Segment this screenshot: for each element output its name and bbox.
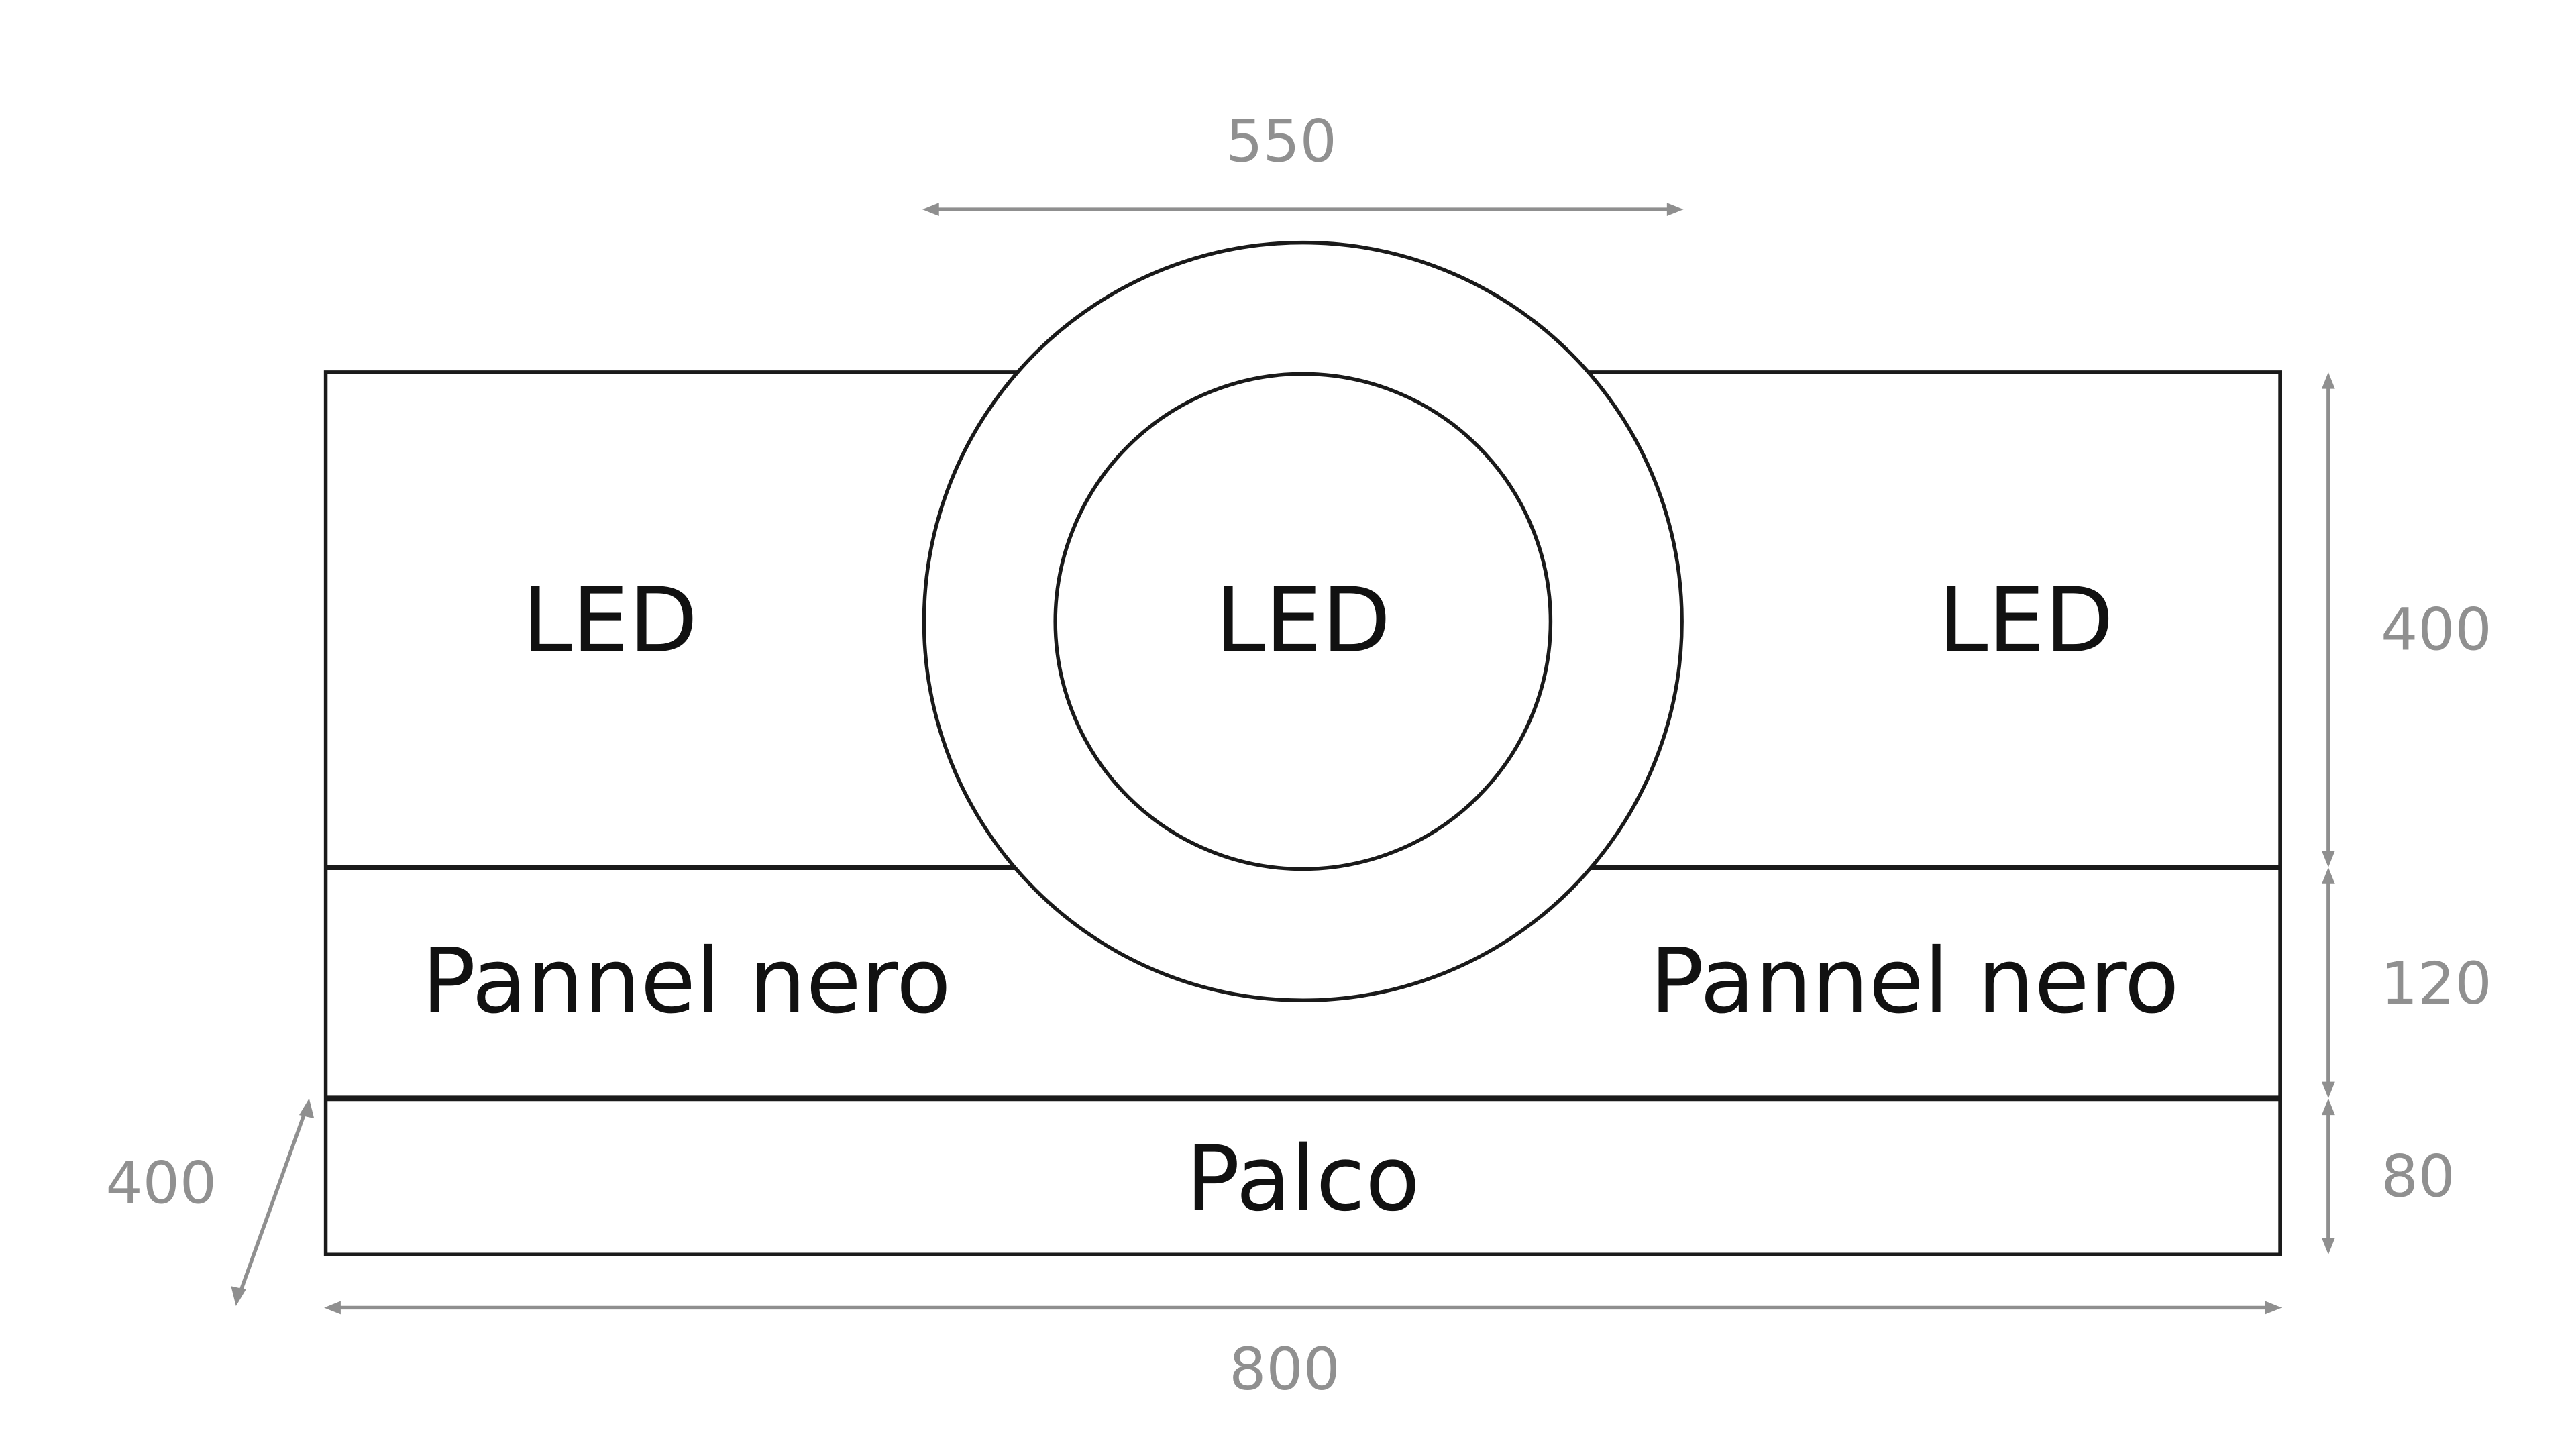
depth-arrow-top xyxy=(299,1098,315,1119)
stage-label: Palco xyxy=(1186,1126,1420,1231)
depth-value: 400 xyxy=(106,1150,217,1217)
stage-height-arrow-top xyxy=(2321,1098,2335,1116)
led-left-label: LED xyxy=(522,568,698,673)
stage-height-arrow-bottom xyxy=(2321,1238,2335,1255)
total-width-value: 800 xyxy=(1229,1336,1340,1403)
led-height-arrow-top xyxy=(2321,372,2335,389)
panel-height-arrow-bottom xyxy=(2321,1081,2335,1099)
stage-height-value: 80 xyxy=(2381,1143,2455,1210)
inner-circle-led xyxy=(1053,372,1553,871)
panel-height-arrow-top xyxy=(2321,867,2335,884)
led-height-value: 400 xyxy=(2381,597,2491,664)
total-width-arrow-right xyxy=(2265,1301,2282,1315)
circle-width-value: 550 xyxy=(1226,108,1336,175)
panel-height-value: 120 xyxy=(2381,951,2491,1018)
circle-width-arrow-right xyxy=(1666,203,1684,217)
depth-arrow-bottom xyxy=(231,1286,246,1306)
panel-left-label: Pannel nero xyxy=(422,929,951,1034)
total-width-arrow-left xyxy=(324,1301,341,1315)
depth-dimension-line xyxy=(235,1104,309,1300)
led-height-arrow-bottom xyxy=(2321,851,2335,868)
panel-right-label: Pannel nero xyxy=(1650,929,2179,1034)
led-center-label: LED xyxy=(1215,568,1391,673)
circle-width-arrow-left xyxy=(922,203,939,217)
led-right-label: LED xyxy=(1938,568,2114,673)
